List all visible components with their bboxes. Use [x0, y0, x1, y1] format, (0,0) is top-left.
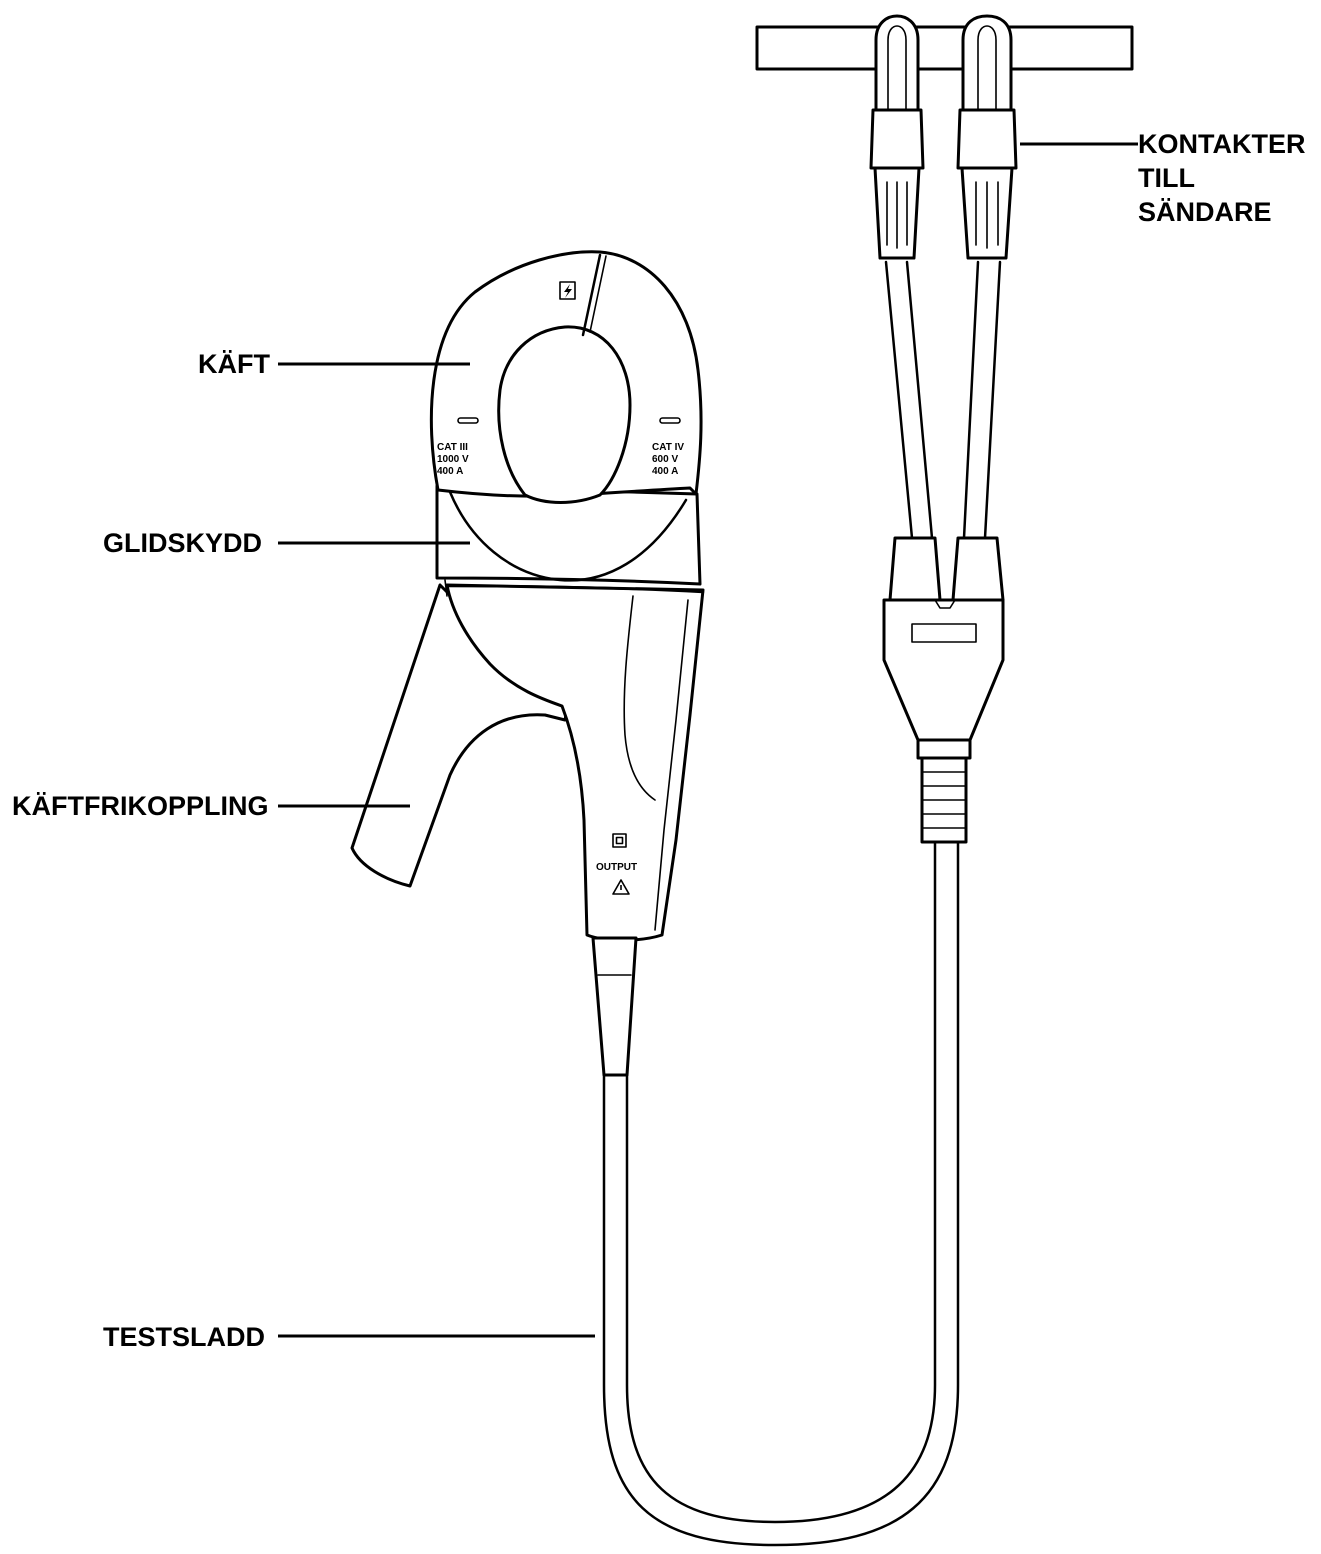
handle-grip	[445, 583, 705, 942]
double-insulation-square-icon	[612, 833, 627, 848]
ribbed-strain-relief	[916, 738, 972, 844]
cat-rating-left: CAT III 1000 V 400 A	[437, 442, 469, 477]
cat-left-line1: CAT III	[437, 442, 468, 453]
label-jaw-release: KÄFTFRIKOPPLING	[12, 791, 269, 821]
left-plug	[869, 14, 925, 260]
strain-relief	[591, 936, 638, 1077]
warning-triangle-icon	[612, 879, 630, 895]
clamp-body: CAT III 1000 V 400 A CAT IV 600 V 400 A …	[350, 250, 705, 1077]
label-connectors-line1: KONTAKTER	[1138, 129, 1305, 159]
callout-jaw: KÄFT	[198, 349, 470, 379]
cat-left-line3: 400 A	[437, 466, 463, 477]
label-slide-guard: GLIDSKYDD	[103, 528, 262, 558]
cat-right-line3: 400 A	[652, 466, 678, 477]
callout-jaw-release: KÄFTFRIKOPPLING	[12, 791, 410, 821]
right-plug	[956, 14, 1018, 260]
label-connectors-line2: TILL	[1138, 163, 1195, 193]
cat-rating-right: CAT IV 600 V 400 A	[652, 442, 684, 477]
callout-test-lead: TESTSLADD	[103, 1322, 595, 1352]
callout-connectors: KONTAKTER TILL SÄNDARE	[1020, 129, 1305, 227]
label-jaw: KÄFT	[198, 349, 270, 379]
output-label: OUTPUT	[596, 862, 637, 873]
callout-slide-guard: GLIDSKYDD	[103, 528, 470, 558]
cat-right-line2: 600 V	[652, 454, 678, 465]
test-lead-cable	[602, 840, 960, 1547]
junction-block	[882, 598, 1005, 742]
label-connectors-line3: SÄNDARE	[1138, 197, 1272, 227]
label-test-lead: TESTSLADD	[103, 1322, 265, 1352]
jaw-opening	[497, 325, 632, 504]
lightning-bolt-icon	[559, 281, 576, 300]
connector-assembly	[755, 14, 1134, 844]
connector-bar	[755, 25, 1134, 71]
cat-left-line2: 1000 V	[437, 454, 469, 465]
cat-right-line1: CAT IV	[652, 442, 684, 453]
